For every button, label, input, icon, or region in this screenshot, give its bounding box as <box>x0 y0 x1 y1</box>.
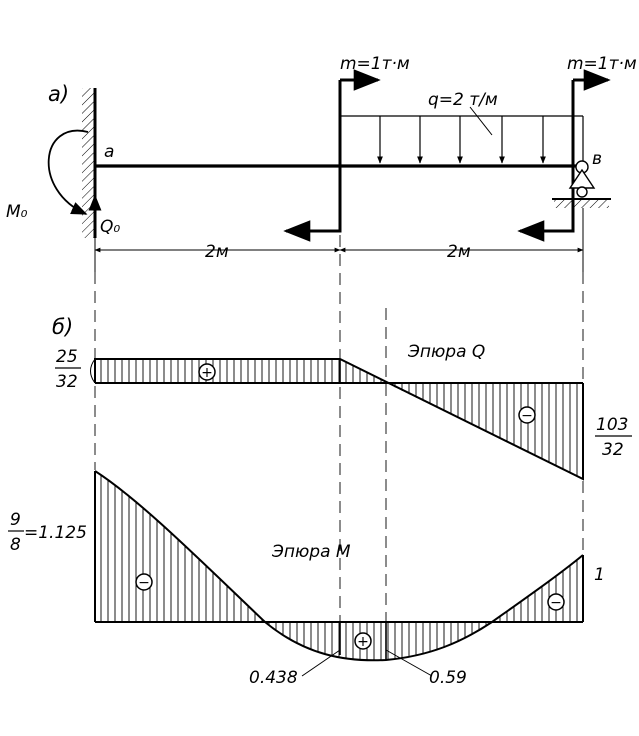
m-left-denominator: 8 <box>10 535 21 555</box>
q-plus-text: + <box>201 365 213 381</box>
span-2-label: 2м <box>447 242 471 262</box>
q-right-numerator: 103 <box>596 415 628 435</box>
m-minus-right-text: − <box>550 595 562 611</box>
m-minus-sign-right: − <box>547 593 565 611</box>
moment-right-label: m=1т·м <box>567 54 637 74</box>
q-plus-sign: + <box>198 363 216 381</box>
m-plus-text: + <box>357 634 369 650</box>
moment-left-label: m=1т·м <box>340 54 410 74</box>
support-force-label: Q₀ <box>100 217 120 237</box>
q-right-denominator: 32 <box>602 440 624 460</box>
m-left-value: 9 8 =1.125 <box>8 510 87 555</box>
node-b-label: в <box>592 149 602 169</box>
distributed-load <box>340 106 584 166</box>
m-left-numerator: 9 <box>10 510 21 530</box>
m-plus-sign: + <box>354 632 372 650</box>
q-left-fraction: 25 32 <box>55 347 81 392</box>
leader-059 <box>385 649 433 677</box>
m-min-left-label: 0.438 <box>249 668 298 688</box>
q-left-numerator: 25 <box>56 347 78 367</box>
part-a-label: а) <box>48 82 69 106</box>
q-right-fraction: 103 32 <box>595 415 632 460</box>
dimension-line <box>94 208 584 272</box>
m-left-suffix: =1.125 <box>24 523 87 543</box>
roller-support <box>552 160 611 208</box>
m-right-value: 1 <box>594 565 605 585</box>
m-minus-left-text: − <box>138 575 150 591</box>
node-a-label: а <box>104 142 114 162</box>
leader-0438 <box>301 649 341 677</box>
reaction-moment-arrow <box>47 129 89 215</box>
m-minus-sign-left: − <box>135 573 153 591</box>
m-min-right-label: 0.59 <box>429 668 467 688</box>
moment-couple-right <box>517 69 611 242</box>
q-left-denominator: 32 <box>56 372 78 392</box>
span-1-label: 2м <box>205 242 229 262</box>
q-minus-sign: − <box>518 406 536 424</box>
m-title: Эпюра M <box>271 542 351 562</box>
q-minus-text: − <box>521 408 533 424</box>
q-title: Эпюра Q <box>407 342 485 362</box>
m-diagram <box>94 470 584 662</box>
moment-couple-left <box>283 69 381 242</box>
part-b-label: б) <box>52 315 73 339</box>
q-diagram <box>90 358 584 481</box>
fixed-support <box>82 88 97 238</box>
support-moment-label: M₀ <box>6 202 28 222</box>
load-label: q=2 т/м <box>428 90 498 110</box>
